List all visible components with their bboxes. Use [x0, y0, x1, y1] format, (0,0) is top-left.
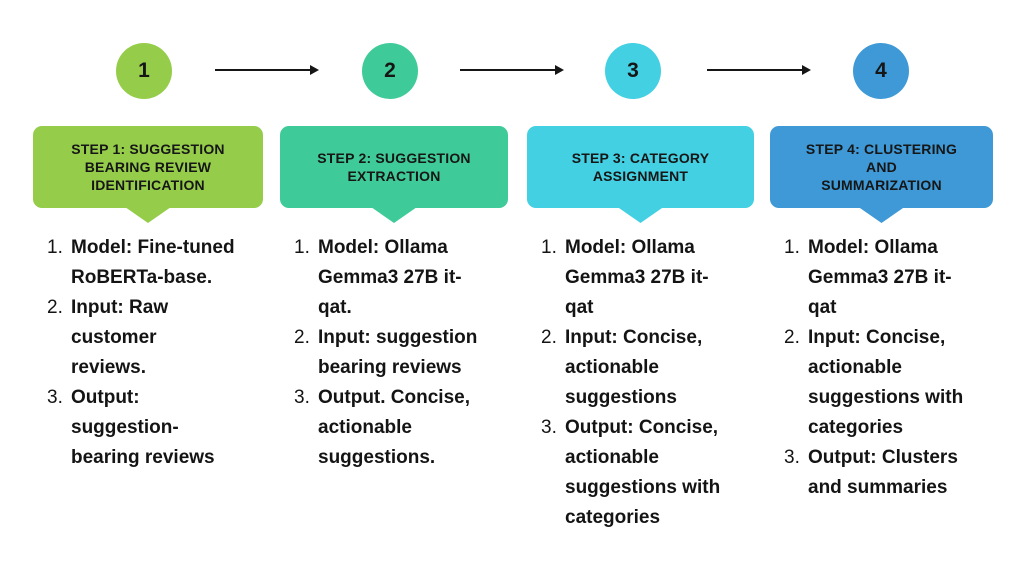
arrow-right-icon [460, 65, 564, 75]
list-item-text: Model: Fine-tuned RoBERTa-base. [71, 237, 235, 288]
list-item: 1. Model: Ollama Gemma3 27B it- qat [541, 233, 754, 323]
list-item-text: Model: Ollama Gemma3 27B it- qat [565, 237, 709, 318]
step-4-title: STEP 4: CLUSTERING AND SUMMARIZATION [805, 141, 958, 193]
step-3-title: STEP 3: CATEGORY ASSIGNMENT [571, 150, 710, 184]
list-item-text: Input: Raw customer reviews. [71, 297, 169, 378]
list-item-text: Input: Concise, actionable suggestions w… [808, 327, 964, 438]
arrow-right-icon [215, 65, 319, 75]
step-3-list: 1. Model: Ollama Gemma3 27B it- qat 2. I… [527, 233, 754, 533]
list-item-number: 2. [294, 327, 310, 348]
list-item-number: 2. [541, 327, 557, 348]
step-2-column: STEP 2: SUGGESTION EXTRACTION 1. Model: … [280, 126, 508, 473]
step-2-number: 2 [384, 59, 396, 82]
step-1-number: 1 [138, 59, 150, 82]
list-item-number: 1. [541, 237, 557, 258]
list-item-number: 2. [784, 327, 800, 348]
step-4-number: 4 [875, 59, 887, 82]
list-item: 1. Model: Ollama Gemma3 27B it- qat [784, 233, 993, 323]
list-item-number: 3. [47, 387, 63, 408]
step-4-list: 1. Model: Ollama Gemma3 27B it- qat 2. I… [770, 233, 993, 503]
callout-tail [125, 207, 171, 223]
list-item-text: Output: suggestion- bearing reviews [71, 387, 215, 468]
list-item: 2. Input: suggestion bearing reviews [294, 323, 508, 383]
step-4-title-box: STEP 4: CLUSTERING AND SUMMARIZATION [770, 126, 993, 208]
list-item: 2. Input: Raw customer reviews. [47, 293, 263, 383]
callout-tail [858, 207, 905, 223]
list-item-number: 3. [294, 387, 310, 408]
step-4-column: STEP 4: CLUSTERING AND SUMMARIZATION 1. … [770, 126, 993, 503]
list-item: 3. Output: Clusters and summaries [784, 443, 993, 503]
step-1-column: STEP 1: SUGGESTION BEARING REVIEW IDENTI… [33, 126, 263, 473]
list-item-number: 1. [47, 237, 63, 258]
step-2-title: STEP 2: SUGGESTION EXTRACTION [317, 150, 471, 184]
list-item-number: 2. [47, 297, 63, 318]
step-1-title-box: STEP 1: SUGGESTION BEARING REVIEW IDENTI… [33, 126, 263, 208]
callout-tail [371, 207, 417, 223]
list-item-number: 1. [784, 237, 800, 258]
step-2-list: 1. Model: Ollama Gemma3 27B it- qat. 2. … [280, 233, 508, 473]
list-item-number: 3. [784, 447, 800, 468]
list-item: 3. Output: suggestion- bearing reviews [47, 383, 263, 473]
step-2-circle: 2 [362, 43, 418, 99]
list-item-text: Input: Concise, actionable suggestions [565, 327, 703, 408]
list-item-text: Input: suggestion bearing reviews [318, 327, 478, 378]
step-3-number: 3 [627, 59, 639, 82]
list-item-number: 1. [294, 237, 310, 258]
list-item: 3. Output: Concise, actionable suggestio… [541, 413, 754, 533]
step-1-circle: 1 [116, 43, 172, 99]
list-item: 1. Model: Ollama Gemma3 27B it- qat. [294, 233, 508, 323]
list-item: 1. Model: Fine-tuned RoBERTa-base. [47, 233, 263, 293]
list-item-text: Model: Ollama Gemma3 27B it- qat [808, 237, 952, 318]
arrow-right-icon [707, 65, 811, 75]
callout-tail [617, 207, 664, 223]
list-item: 3. Output. Concise, actionable suggestio… [294, 383, 508, 473]
step-1-title: STEP 1: SUGGESTION BEARING REVIEW IDENTI… [71, 141, 225, 193]
step-2-title-box: STEP 2: SUGGESTION EXTRACTION [280, 126, 508, 208]
list-item-text: Output: Concise, actionable suggestions … [565, 417, 721, 528]
list-item: 2. Input: Concise, actionable suggestion… [784, 323, 993, 443]
step-1-list: 1. Model: Fine-tuned RoBERTa-base. 2. In… [33, 233, 263, 473]
list-item-text: Output: Clusters and summaries [808, 447, 958, 498]
list-item: 2. Input: Concise, actionable suggestion… [541, 323, 754, 413]
step-3-title-box: STEP 3: CATEGORY ASSIGNMENT [527, 126, 754, 208]
step-3-circle: 3 [605, 43, 661, 99]
list-item-text: Model: Ollama Gemma3 27B it- qat. [318, 237, 462, 318]
step-4-circle: 4 [853, 43, 909, 99]
step-3-column: STEP 3: CATEGORY ASSIGNMENT 1. Model: Ol… [527, 126, 754, 533]
list-item-number: 3. [541, 417, 557, 438]
list-item-text: Output. Concise, actionable suggestions. [318, 387, 470, 468]
